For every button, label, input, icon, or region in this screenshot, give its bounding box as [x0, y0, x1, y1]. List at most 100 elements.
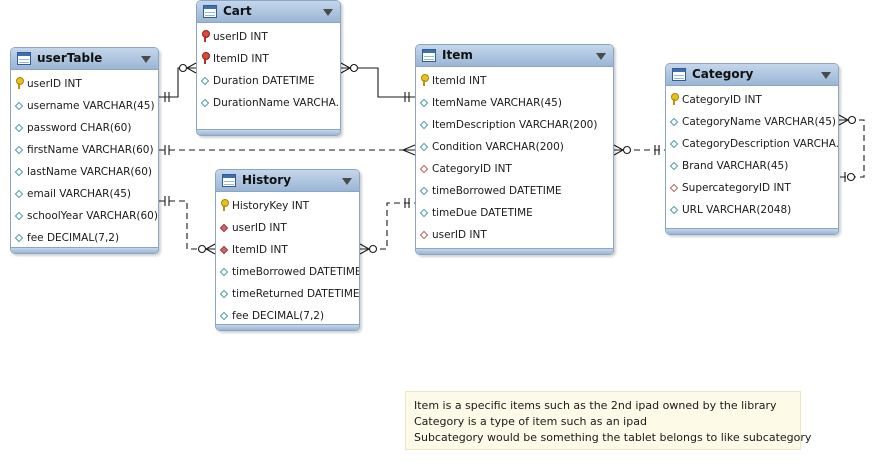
column-label: password CHAR(60): [27, 122, 132, 134]
column-label: userID INT: [432, 229, 487, 241]
column-row[interactable]: schoolYear VARCHAR(60): [11, 205, 158, 227]
column-label: DurationName VARCHA...: [213, 97, 340, 109]
relationship-cart-item: [341, 67, 415, 98]
table-title: Cart: [223, 4, 252, 18]
column-row[interactable]: CategoryID INT: [416, 158, 613, 180]
column-row[interactable]: timeReturned DATETIME: [216, 283, 359, 305]
column-row[interactable]: userID INT: [416, 224, 613, 246]
primary-key-icon: [670, 93, 679, 107]
table-item[interactable]: Item ItemId INT ItemName VARCHAR(45) ItemD…: [415, 44, 614, 255]
column-row[interactable]: fee DECIMAL(7,2): [216, 305, 359, 327]
foreign-key-attribute-icon: [419, 164, 429, 174]
foreign-key-icon: [219, 223, 229, 233]
table-title: Category: [692, 67, 754, 81]
column-label: ItemId INT: [432, 75, 487, 87]
collapse-caret-icon[interactable]: [323, 9, 333, 16]
crows-foot: [838, 114, 849, 126]
column-row[interactable]: DurationName VARCHA...: [197, 92, 340, 114]
column-row[interactable]: ItemID INT: [197, 48, 340, 70]
foreign-key-attribute-icon: [669, 183, 679, 193]
attribute-diamond-icon: [219, 289, 229, 299]
column-row[interactable]: username VARCHAR(45): [11, 95, 158, 117]
column-row[interactable]: email VARCHAR(45): [11, 183, 158, 205]
attribute-diamond-icon: [669, 117, 679, 127]
table-cart[interactable]: Cart userID INT ItemID INT Duration DATETI…: [196, 0, 341, 136]
attribute-diamond-icon: [14, 123, 24, 133]
collapse-caret-icon[interactable]: [596, 53, 606, 60]
column-label: CategoryID INT: [432, 163, 512, 175]
column-label: firstName VARCHAR(60): [27, 144, 154, 156]
table-header[interactable]: userTable: [11, 48, 158, 70]
table-footer: [216, 324, 359, 330]
diagram-note[interactable]: Item is a specific items such as the 2nd…: [405, 391, 811, 450]
table-footer: [11, 247, 158, 253]
attribute-diamond-icon: [669, 205, 679, 215]
cardinality-circle: [622, 145, 632, 155]
column-label: timeBorrowed DATETIME: [232, 266, 359, 278]
column-row[interactable]: timeDue DATETIME: [416, 202, 613, 224]
attribute-diamond-icon: [200, 98, 210, 108]
crows-foot: [186, 62, 197, 74]
column-row[interactable]: userID INT: [216, 217, 359, 239]
note-line: Item is a specific items such as the 2nd…: [414, 399, 777, 412]
column-row[interactable]: timeBorrowed DATETIME: [216, 261, 359, 283]
cardinality-circle: [178, 63, 188, 73]
foreign-key-attribute-icon: [419, 230, 429, 240]
table-header[interactable]: Category: [666, 64, 838, 86]
column-label: timeReturned DATETIME: [232, 288, 359, 300]
attribute-diamond-icon: [14, 145, 24, 155]
column-row[interactable]: ItemId INT: [416, 70, 613, 92]
column-row[interactable]: timeBorrowed DATETIME: [416, 180, 613, 202]
column-row[interactable]: SupercategoryID INT: [666, 177, 838, 199]
primary-key-icon: [15, 77, 24, 91]
column-label: Duration DATETIME: [213, 75, 315, 87]
column-row[interactable]: CategoryName VARCHAR(45): [666, 111, 838, 133]
column-row[interactable]: CategoryID INT: [666, 89, 838, 111]
column-row[interactable]: URL VARCHAR(2048): [666, 199, 838, 221]
column-row[interactable]: HistoryKey INT: [216, 195, 359, 217]
column-row[interactable]: fee DECIMAL(7,2): [11, 227, 158, 249]
table-icon: [17, 52, 31, 65]
crows-foot: [205, 243, 216, 255]
primary-foreign-key-icon: [201, 52, 210, 66]
table-icon: [203, 5, 217, 18]
column-row[interactable]: ItemID INT: [216, 239, 359, 261]
attribute-diamond-icon: [419, 186, 429, 196]
column-row[interactable]: userID INT: [11, 73, 158, 95]
crows-foot: [359, 243, 370, 255]
column-label: ItemDescription VARCHAR(200): [432, 119, 598, 131]
column-row[interactable]: ItemDescription VARCHAR(200): [416, 114, 613, 136]
column-row[interactable]: lastName VARCHAR(60): [11, 161, 158, 183]
column-row[interactable]: userID INT: [197, 26, 340, 48]
table-header[interactable]: Cart: [197, 1, 340, 23]
attribute-diamond-icon: [669, 161, 679, 171]
primary-key-icon: [220, 199, 229, 213]
column-row[interactable]: ItemName VARCHAR(45): [416, 92, 613, 114]
relationship-category-self: [839, 119, 865, 178]
table-category[interactable]: Category CategoryID INT CategoryName VARC…: [665, 63, 839, 235]
column-label: ItemID INT: [213, 53, 269, 65]
collapse-caret-icon[interactable]: [342, 178, 352, 185]
table-header[interactable]: History: [216, 170, 359, 192]
column-label: CategoryName VARCHAR(45): [682, 116, 837, 128]
collapse-caret-icon[interactable]: [141, 56, 151, 63]
table-title: History: [242, 173, 292, 187]
column-row[interactable]: Brand VARCHAR(45): [666, 155, 838, 177]
column-label: CategoryDescription VARCHA...: [682, 138, 838, 150]
attribute-diamond-icon: [14, 167, 24, 177]
column-row[interactable]: firstName VARCHAR(60): [11, 139, 158, 161]
cardinality-circle: [847, 115, 857, 125]
column-label: schoolYear VARCHAR(60): [27, 210, 158, 222]
collapse-caret-icon[interactable]: [821, 72, 831, 79]
column-row[interactable]: CategoryDescription VARCHA...: [666, 133, 838, 155]
column-row[interactable]: password CHAR(60): [11, 117, 158, 139]
table-columns: ItemId INT ItemName VARCHAR(45) ItemDescri…: [416, 67, 613, 246]
table-header[interactable]: Item: [416, 45, 613, 67]
column-row[interactable]: Condition VARCHAR(200): [416, 136, 613, 158]
column-row[interactable]: Duration DATETIME: [197, 70, 340, 92]
column-label: SupercategoryID INT: [682, 182, 791, 194]
